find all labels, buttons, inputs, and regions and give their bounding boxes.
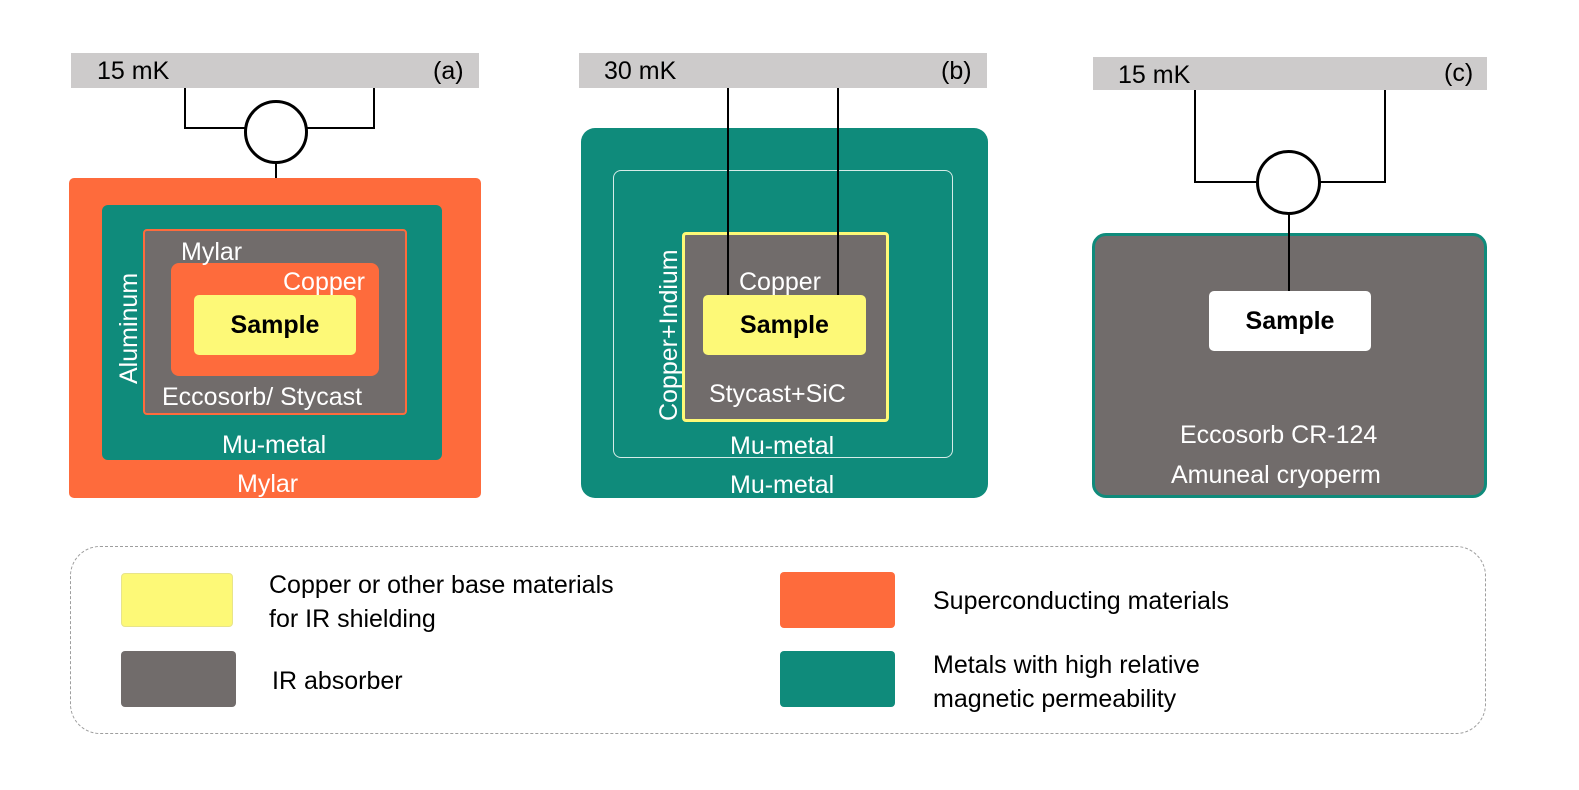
legend-swatch-superconducting (780, 572, 895, 628)
wire-b-right (837, 88, 839, 295)
mixing-chamber-plate-b (579, 53, 987, 88)
label-mu-metal-outer-b: Mu-metal (730, 471, 835, 499)
label-absorber-c: Eccosorb CR-124 (1180, 421, 1378, 449)
legend-swatch-high-permeability (780, 651, 895, 707)
wire-b-left (727, 88, 729, 295)
legend-label-ir-shielding-line1: Copper or other base materials (269, 571, 614, 599)
legend-label-ir-absorber: IR absorber (272, 667, 403, 695)
mixing-chamber-plate-c (1093, 57, 1487, 90)
label-absorber-a: Eccosorb/ Stycast (162, 383, 363, 411)
panel-tag-b: (b) (941, 57, 972, 85)
label-copper-indium-b: Copper+Indium (655, 249, 683, 421)
wire-c-left-vertical (1194, 90, 1196, 183)
legend-swatch-ir-absorber (121, 651, 236, 707)
label-aluminum-a: Aluminum (115, 272, 143, 384)
label-copper-a: Copper (283, 268, 365, 296)
legend-box (70, 546, 1486, 734)
mu-metal-shield-inner-b (613, 170, 953, 458)
legend-label-high-permeability-line2: magnetic permeability (933, 685, 1177, 713)
sample-b: Sample (703, 295, 866, 355)
wire-a-left-vertical (184, 88, 186, 129)
temperature-label-a: 15 mK (97, 57, 170, 85)
wire-c-right-vertical (1384, 90, 1386, 183)
mount-circle-c (1256, 150, 1321, 215)
temperature-label-b: 30 mK (604, 57, 677, 85)
legend-label-high-permeability-line1: Metals with high relative (933, 651, 1200, 679)
label-mylar-inner-a: Mylar (181, 238, 243, 266)
panel-tag-a: (a) (433, 57, 464, 85)
label-shield-c: Amuneal cryoperm (1171, 461, 1381, 489)
sample-a: Sample (194, 295, 356, 355)
wire-a-right-vertical (373, 88, 375, 129)
sample-c: Sample (1209, 291, 1371, 351)
legend-label-ir-shielding-line2: for IR shielding (269, 605, 436, 633)
panel-tag-c: (c) (1444, 59, 1474, 87)
mixing-chamber-plate-a (71, 53, 479, 88)
legend-swatch-ir-shielding (121, 573, 233, 627)
label-copper-b: Copper (739, 268, 821, 296)
legend-label-high-permeability: Metals with high relative magnetic perme… (933, 648, 1200, 716)
legend-label-ir-shielding: Copper or other base materials for IR sh… (269, 568, 614, 636)
legend-label-superconducting: Superconducting materials (933, 587, 1229, 615)
label-absorber-b: Stycast+SiC (709, 380, 846, 408)
label-mu-metal-a: Mu-metal (222, 431, 327, 459)
mount-circle-a (244, 100, 308, 164)
label-mu-metal-inner-b: Mu-metal (730, 432, 835, 460)
wire-c-stem (1288, 212, 1290, 292)
label-mylar-outer-a: Mylar (237, 470, 299, 498)
temperature-label-c: 15 mK (1118, 61, 1191, 89)
